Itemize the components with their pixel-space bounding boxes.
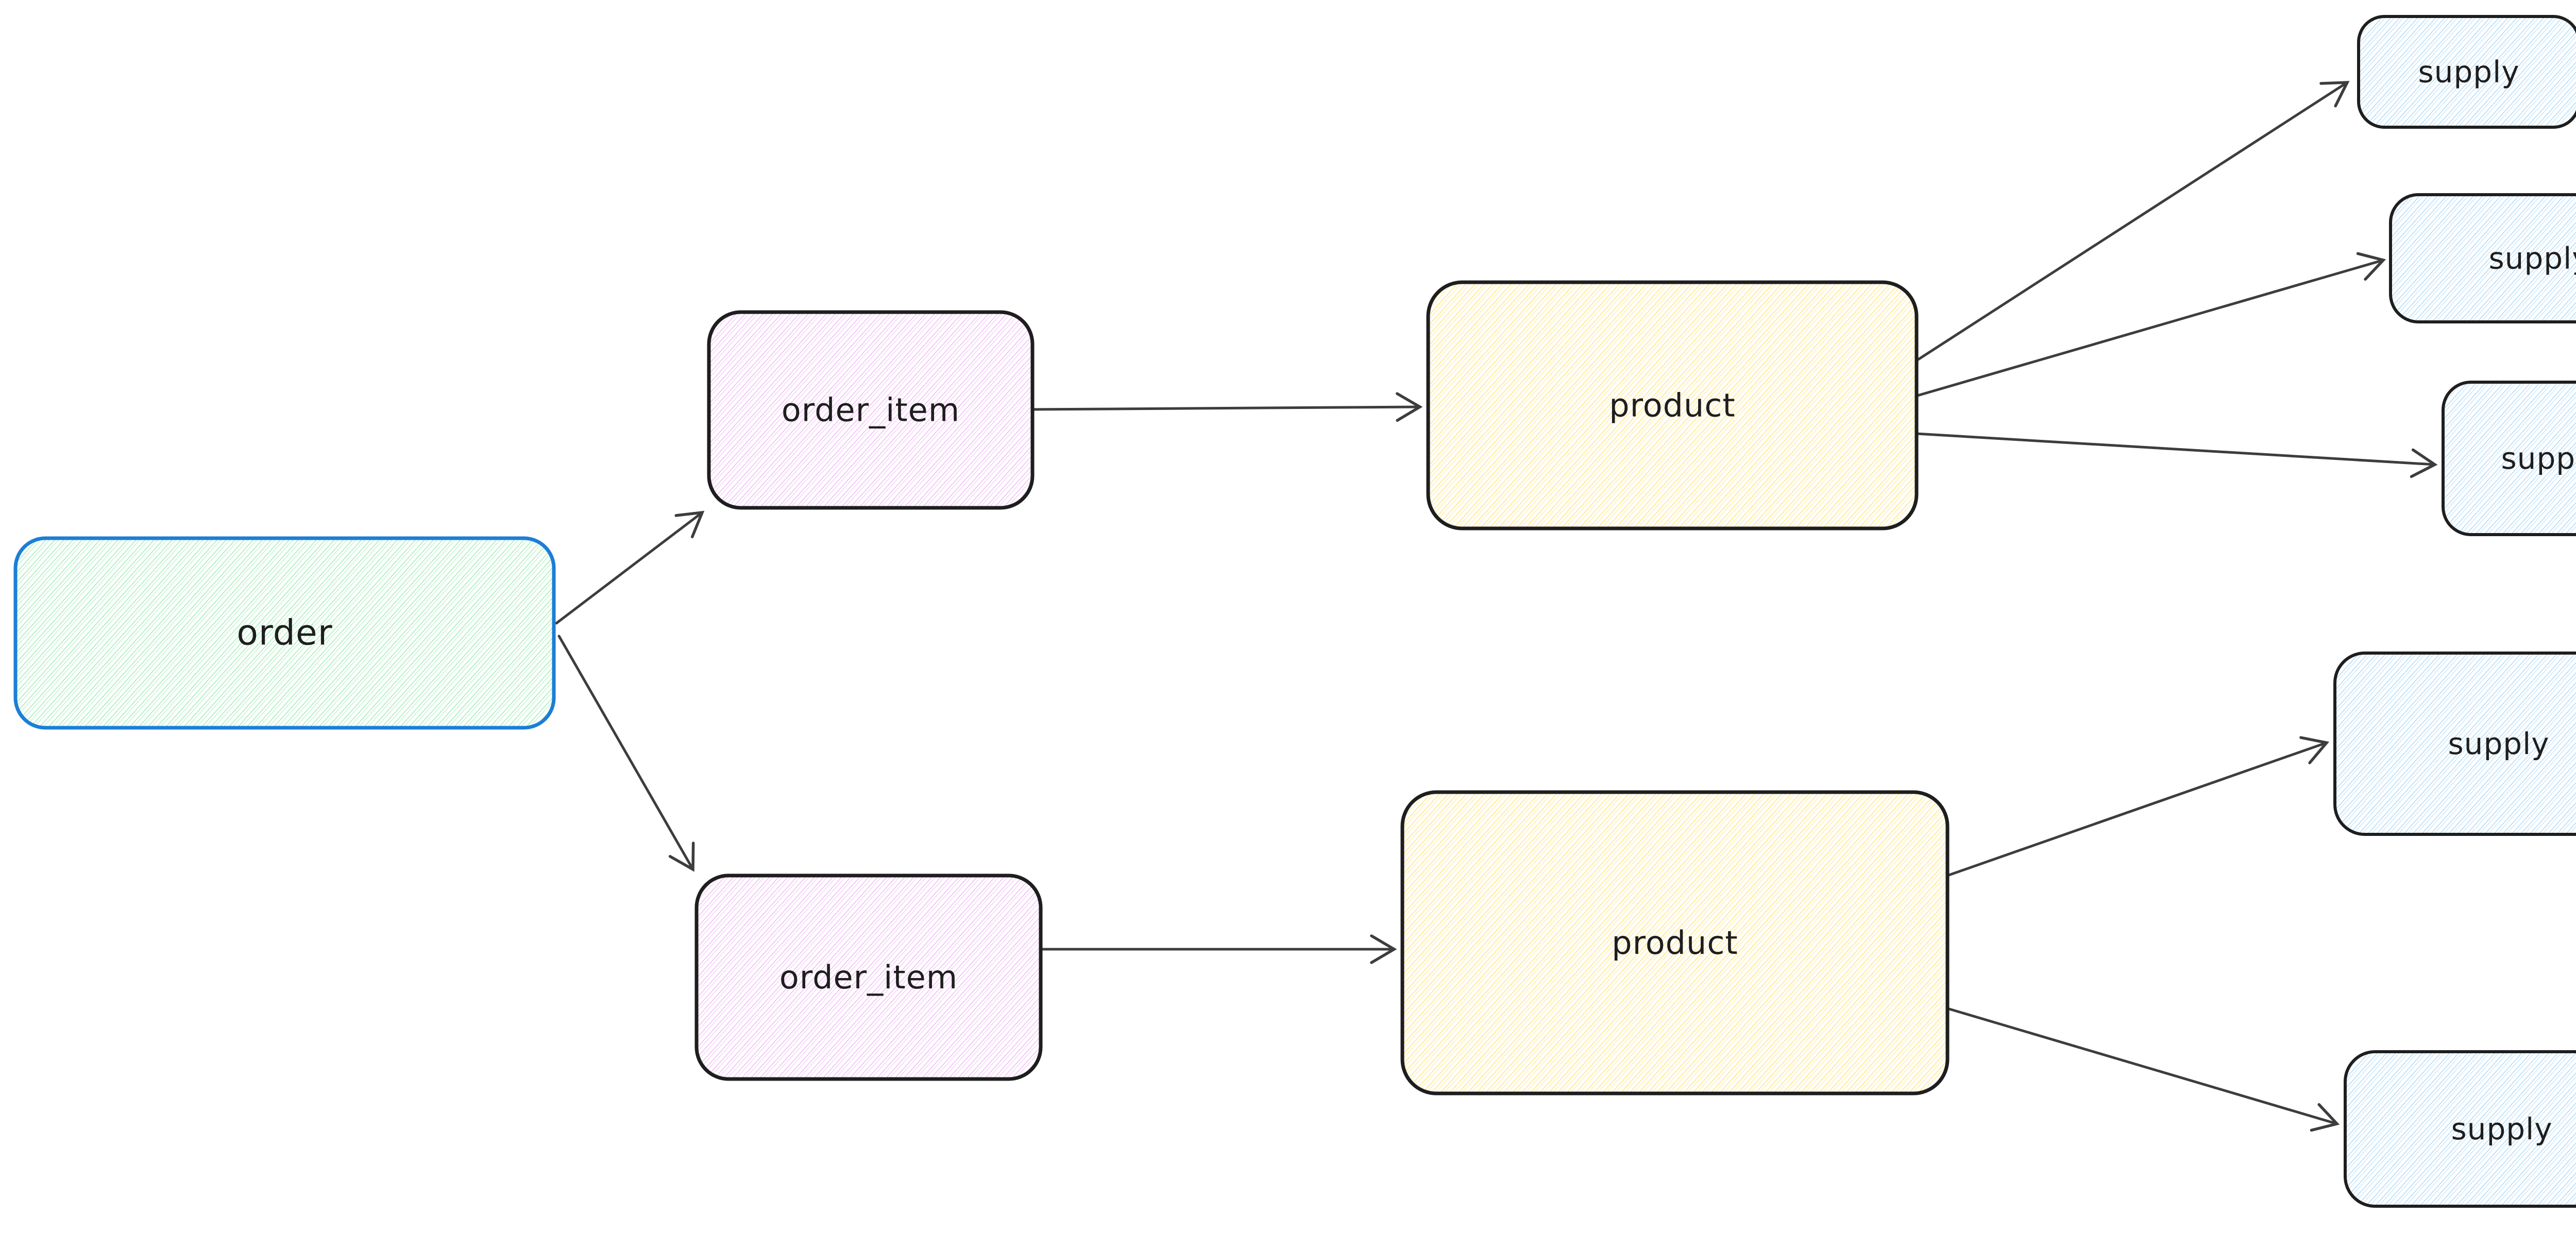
node-supply_3: supply	[2442, 381, 2576, 536]
node-supply_2: supply	[2389, 193, 2576, 323]
node-product_1-box[interactable]	[1426, 280, 1919, 530]
node-supply_3-label: supply	[2501, 441, 2576, 476]
arrow-product_1-to-supply_2[interactable]	[1916, 252, 2386, 397]
node-supply_5-label: supply	[2451, 1111, 2552, 1146]
node-order: order	[13, 536, 556, 730]
node-order-box[interactable]	[13, 536, 556, 730]
node-supply_1-label: supply	[2418, 55, 2519, 90]
node-supply_2-label: supply	[2488, 241, 2576, 276]
node-order_item_2: order_item	[694, 874, 1043, 1081]
node-product_1-label: product	[1609, 387, 1735, 424]
node-supply_3-box[interactable]	[2442, 381, 2576, 536]
node-supply_1-box[interactable]	[2357, 15, 2576, 129]
node-order_item_2-label: order_item	[779, 958, 958, 996]
node-order_item_1-label: order_item	[782, 391, 960, 429]
arrow-order_item_1-to-product_1[interactable]	[1029, 392, 1423, 422]
node-product_2-label: product	[1612, 924, 1738, 962]
node-product_2-box[interactable]	[1400, 790, 1950, 1095]
node-order_item_1: order_item	[707, 310, 1035, 510]
node-supply_4-label: supply	[2448, 726, 2549, 761]
node-supply_1: supply	[2357, 15, 2576, 129]
node-supply_5: supply	[2344, 1050, 2576, 1208]
arrow-order-to-order_item_1[interactable]	[555, 510, 705, 625]
node-order-label: order	[236, 613, 332, 654]
node-order_item_2-box[interactable]	[694, 874, 1043, 1081]
node-supply_5-box[interactable]	[2344, 1050, 2576, 1208]
node-product_2: product	[1400, 790, 1950, 1095]
node-layer: orderorder_itemorder_itemproductproducts…	[13, 15, 2576, 1208]
arrow-product_2-to-supply_4[interactable]	[1946, 736, 2330, 877]
arrow-order-to-order_item_2[interactable]	[557, 635, 695, 872]
node-order_item_1-box[interactable]	[707, 310, 1035, 510]
edge-layer	[555, 81, 2438, 1132]
arrow-product_1-to-supply_1[interactable]	[1915, 81, 2350, 362]
arrow-product_1-to-supply_3[interactable]	[1915, 432, 2438, 478]
node-supply_4: supply	[2333, 652, 2576, 836]
node-product_1: product	[1426, 280, 1919, 530]
node-supply_2-box[interactable]	[2389, 193, 2576, 323]
node-supply_4-box[interactable]	[2333, 652, 2576, 836]
arrow-product_2-to-supply_5[interactable]	[1946, 1007, 2340, 1132]
